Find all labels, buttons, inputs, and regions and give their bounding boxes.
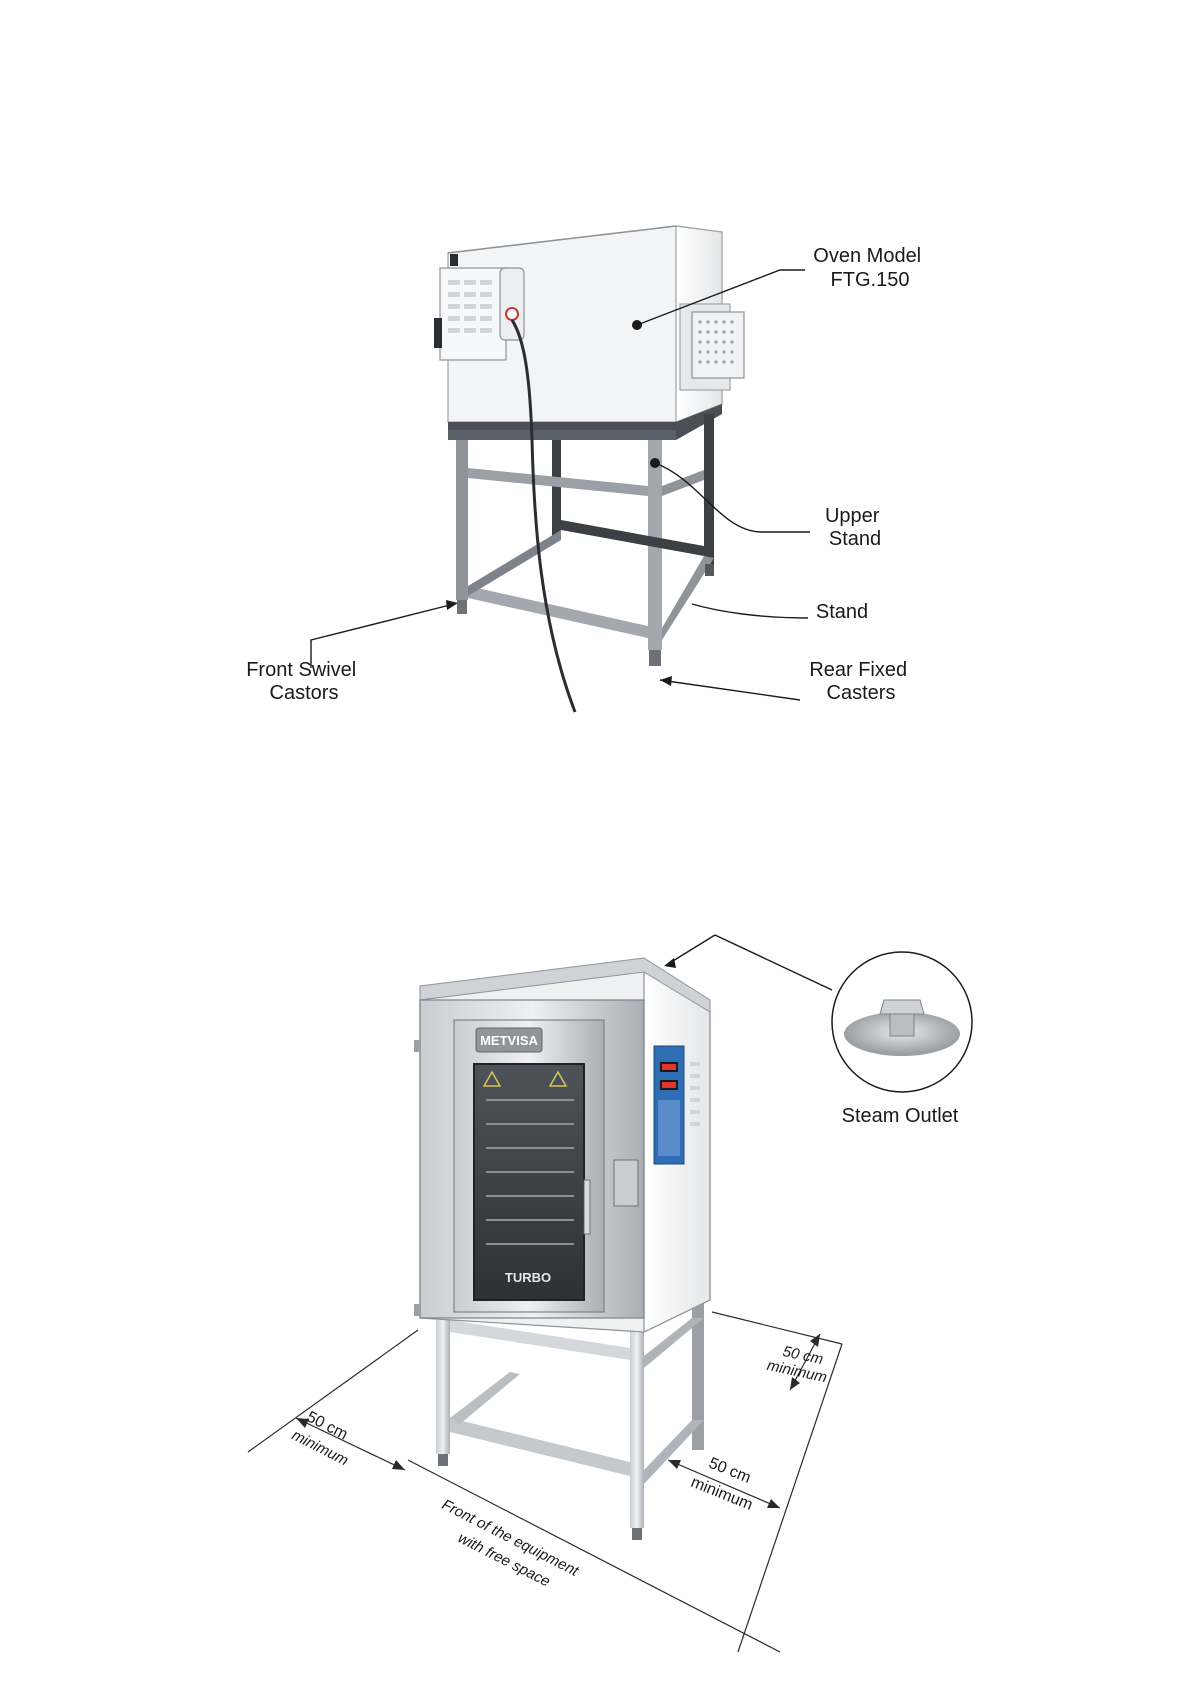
oven-stand — [436, 1300, 704, 1540]
label-oven-model: Oven Model FTG.150 — [813, 245, 926, 291]
label-upper-stand: Upper Stand — [825, 505, 885, 550]
door-logo: TURBO — [505, 1270, 551, 1285]
stand-frame — [456, 414, 714, 666]
brand-plate: METVISA — [480, 1033, 538, 1048]
oven-metvisa: METVISA TURBO — [414, 958, 710, 1332]
label-steam-outlet: Steam Outlet — [842, 1105, 959, 1127]
label-rear-casters: Rear Fixed Casters — [809, 659, 912, 704]
label-stand: Stand — [816, 601, 868, 623]
rear-castor — [649, 650, 661, 666]
door-handle — [584, 1180, 590, 1234]
bottom-figure: METVISA TURBO — [248, 935, 972, 1652]
oven-ftg150 — [434, 226, 744, 422]
clearance-lines — [248, 1312, 842, 1652]
front-castor-left — [457, 600, 467, 614]
label-front-castors: Front Swivel Castors — [246, 659, 362, 704]
top-figure: Oven Model FTG.150 Upper Stand Stand Fro… — [246, 226, 927, 712]
